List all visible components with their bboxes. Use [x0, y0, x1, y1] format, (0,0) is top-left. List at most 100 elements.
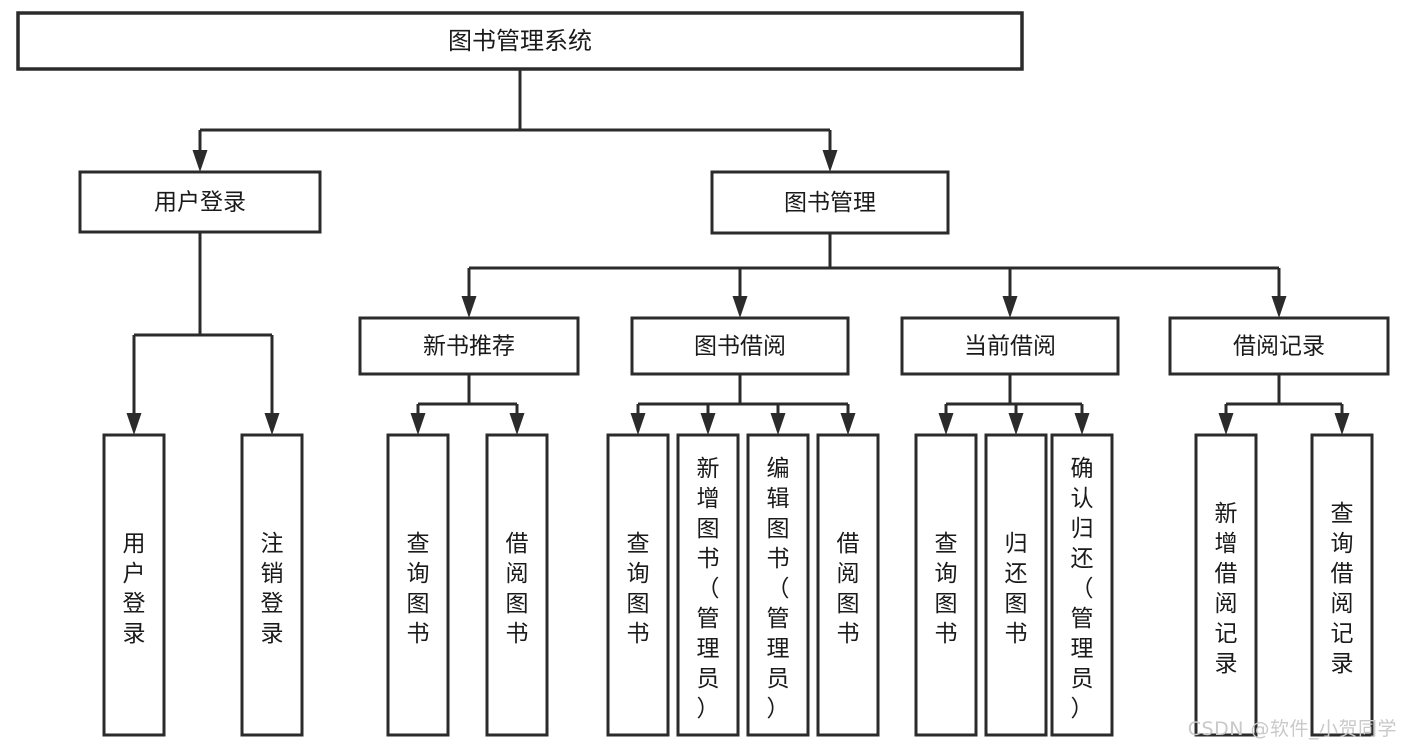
arrow-head-icon [410, 413, 426, 435]
node-label-char: 询 [1331, 531, 1354, 557]
node-label-char: 图 [837, 591, 860, 617]
node-label-char: 录 [1331, 651, 1354, 677]
arrow-head-icon [938, 413, 954, 435]
arrow-head-icon [732, 296, 748, 318]
arrow-head-icon [1218, 413, 1234, 435]
node-label-char: 书 [506, 621, 529, 647]
connector-layer [126, 69, 1350, 435]
node-current-borrow[interactable]: 当前借阅 [900, 316, 1120, 376]
node-user-login[interactable]: 用户登录 [78, 170, 322, 234]
node-label: 借阅记录 [1233, 334, 1325, 360]
node-label-char: 录 [261, 621, 284, 647]
node-label-char: 录 [1215, 651, 1238, 677]
node-box [1310, 433, 1374, 737]
arrow-head-icon [509, 413, 525, 435]
node-label-char: 图 [767, 516, 790, 542]
node-box [485, 433, 549, 737]
node-label-char: 图 [506, 591, 529, 617]
node-box [606, 433, 670, 737]
node-label-char: 书 [1005, 621, 1028, 647]
node-label-char: 员 [767, 666, 790, 692]
node-label-char: 理 [767, 636, 790, 662]
node-label-char: 归 [1071, 516, 1094, 542]
arrow-head-icon [1334, 413, 1350, 435]
node-box [386, 433, 450, 737]
node-label-char: 询 [627, 561, 650, 587]
node-box [16, 11, 1024, 71]
node-label: 当前借阅 [964, 334, 1056, 360]
arrow-head-icon [126, 413, 142, 435]
node-label-char: ） [1071, 696, 1094, 722]
node-label: 图书管理系统 [448, 27, 592, 55]
node-box [358, 316, 580, 376]
node-label-char: 书 [767, 546, 790, 572]
node-label-char: 销 [261, 561, 284, 587]
node-book-borrow[interactable]: 图书借阅 [630, 316, 850, 376]
node-label-char: 还 [1005, 561, 1028, 587]
node-label-char: 查 [935, 531, 958, 557]
node-box [1194, 433, 1258, 737]
node-label-char: 询 [935, 561, 958, 587]
node-box [1168, 316, 1390, 376]
node-label-char: 辑 [767, 486, 790, 512]
node-label-char: 还 [1071, 546, 1094, 572]
node-label-char: 理 [1071, 636, 1094, 662]
node-box [676, 433, 740, 737]
node-label-char: 员 [697, 666, 720, 692]
node-new-book-recommend[interactable]: 新书推荐 [358, 316, 580, 376]
node-root[interactable]: 图书管理系统 [16, 11, 1024, 71]
node-label-char: 阅 [837, 561, 860, 587]
node-label-char: 书 [697, 546, 720, 572]
node-label-char: 户 [123, 561, 146, 587]
node-label-char: 借 [1215, 561, 1238, 587]
node-label-char: 归 [1005, 531, 1028, 557]
node-label-char: 图 [1005, 591, 1028, 617]
node-book-manage[interactable]: 图书管理 [710, 170, 950, 235]
node-label-char: 增 [1215, 531, 1238, 557]
node-label-char: 注 [261, 531, 284, 557]
arrow-head-icon [192, 150, 208, 172]
arrow-head-icon [461, 296, 477, 318]
node-label-char: （ [697, 576, 720, 602]
node-label-char: 书 [837, 621, 860, 647]
node-box [900, 316, 1120, 376]
node-borrow-record[interactable]: 借阅记录 [1168, 316, 1390, 376]
node-label-char: 管 [767, 606, 790, 632]
node-label-char: 查 [407, 531, 430, 557]
node-label-char: 管 [697, 606, 720, 632]
arrow-head-icon [840, 413, 856, 435]
node-label-char: 书 [935, 621, 958, 647]
node-label: 用户登录 [154, 190, 246, 216]
node-label-char: 查 [627, 531, 650, 557]
arrow-head-icon [1002, 296, 1018, 318]
node-box [102, 433, 166, 737]
node-box [914, 433, 978, 737]
node-box [1050, 433, 1114, 737]
node-box [240, 433, 304, 737]
node-label-char: 确 [1071, 456, 1094, 482]
node-label-char: 用 [123, 531, 146, 557]
node-label-char: 记 [1215, 621, 1238, 647]
node-label: 图书借阅 [694, 334, 786, 360]
node-label-char: 认 [1071, 486, 1094, 512]
node-user-login-do[interactable]: 用户登录 [102, 433, 166, 737]
arrow-head-icon [700, 413, 716, 435]
arrow-head-icon [1074, 413, 1090, 435]
node-label: 图书管理 [784, 190, 876, 216]
node-label-char: 阅 [1331, 591, 1354, 617]
arrow-head-icon [1008, 413, 1024, 435]
